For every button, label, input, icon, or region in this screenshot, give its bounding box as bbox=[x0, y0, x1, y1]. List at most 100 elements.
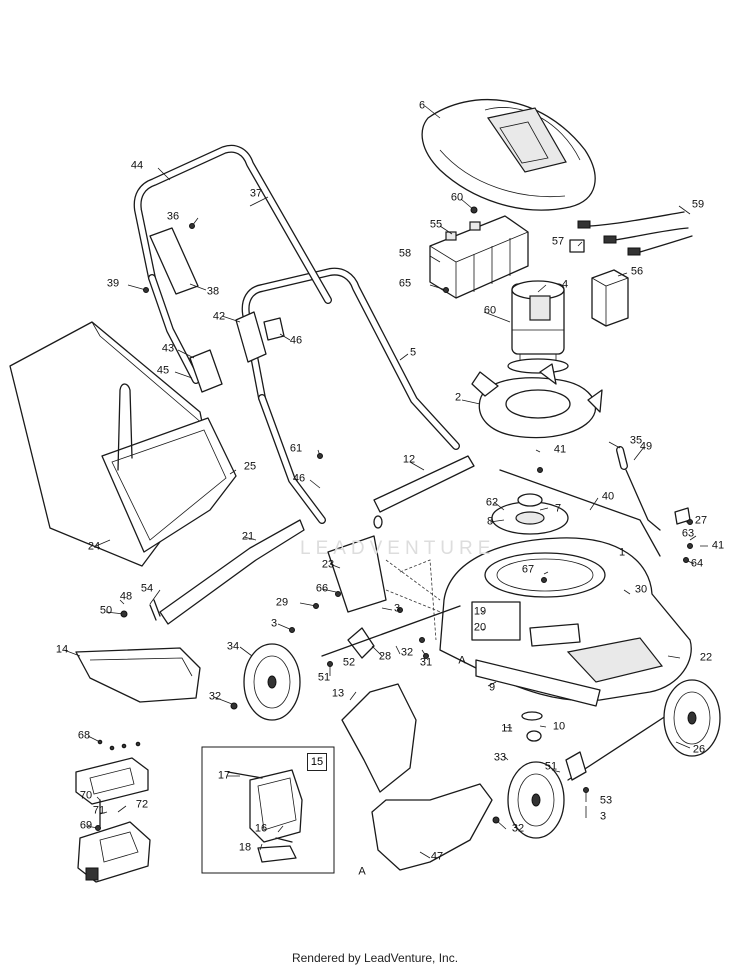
callout-3: 3 bbox=[270, 617, 278, 630]
callout-9: 9 bbox=[488, 681, 496, 694]
callout-72: 72 bbox=[135, 798, 149, 811]
watermark-text: LEADVENTURE bbox=[300, 538, 496, 559]
part-hinge-plate bbox=[257, 845, 297, 863]
callout-42: 42 bbox=[212, 310, 226, 323]
callout-51: 51 bbox=[544, 760, 558, 773]
part-rear-shield-rod bbox=[373, 455, 475, 513]
callout-64: 64 bbox=[690, 557, 704, 570]
part-side-discharge bbox=[75, 647, 201, 703]
callout-1: 1 bbox=[618, 546, 626, 559]
part-blade bbox=[475, 659, 601, 707]
callout-20: 20 bbox=[473, 621, 487, 634]
callout-12: 12 bbox=[402, 453, 416, 466]
callout-19: 19 bbox=[473, 605, 487, 618]
callout-60: 60 bbox=[483, 304, 497, 317]
callout-4: 4 bbox=[561, 278, 569, 291]
part-control-module bbox=[591, 269, 629, 327]
callout-21: 21 bbox=[241, 530, 255, 543]
callout-7: 7 bbox=[554, 502, 562, 515]
callout-62: 62 bbox=[485, 496, 499, 509]
callout-17: 17 bbox=[217, 769, 231, 782]
callout-44: 44 bbox=[130, 159, 144, 172]
callout-41: 41 bbox=[553, 443, 567, 456]
callout-30: 30 bbox=[634, 583, 648, 596]
part-spring bbox=[149, 599, 161, 621]
part-door-spring bbox=[275, 837, 293, 843]
callout-47: 47 bbox=[430, 850, 444, 863]
callout-32: 32 bbox=[400, 646, 414, 659]
callout-14: 14 bbox=[55, 643, 69, 656]
callout-52: 52 bbox=[342, 656, 356, 669]
callout-a: A bbox=[458, 654, 466, 667]
part-blade-bolt bbox=[526, 730, 542, 742]
part-knob bbox=[263, 317, 285, 341]
part-front-wheel bbox=[243, 643, 301, 721]
part-rear-bracket bbox=[565, 751, 587, 781]
callout-22: 22 bbox=[699, 651, 713, 664]
callout-58: 58 bbox=[398, 247, 412, 260]
part-rear-flap bbox=[371, 783, 493, 871]
callout-29: 29 bbox=[275, 596, 289, 609]
callout-2: 2 bbox=[454, 391, 462, 404]
callout-11: 11 bbox=[501, 722, 513, 735]
callout-32: 32 bbox=[511, 822, 525, 835]
part-motor-mount bbox=[471, 363, 603, 439]
part-handle-bracket bbox=[235, 311, 267, 363]
render-credit: Rendered by LeadVenture, Inc. bbox=[291, 951, 459, 965]
callout-45: 45 bbox=[156, 364, 170, 377]
part-wheel-adjuster bbox=[347, 627, 375, 659]
callout-35: 35 bbox=[629, 434, 643, 447]
part-grass-bag bbox=[9, 321, 237, 567]
part-electric-motor bbox=[507, 280, 569, 374]
leader-lines bbox=[63, 105, 708, 859]
callout-40: 40 bbox=[601, 490, 615, 503]
part-mulch-plug bbox=[341, 683, 417, 793]
callout-51: 51 bbox=[317, 671, 331, 684]
part-lower-handle bbox=[241, 267, 460, 524]
callout-46: 46 bbox=[292, 472, 306, 485]
callout-61: 61 bbox=[289, 442, 303, 455]
callout-65: 65 bbox=[398, 277, 412, 290]
part-adapter bbox=[517, 493, 543, 507]
part-bushing bbox=[373, 515, 383, 529]
part-motor-cover bbox=[421, 99, 596, 211]
callout-46: 46 bbox=[289, 334, 303, 347]
callout-70: 70 bbox=[79, 789, 93, 802]
callout-71: 71 bbox=[92, 804, 106, 817]
callout-32: 32 bbox=[208, 690, 222, 703]
part-height-bracket bbox=[327, 535, 387, 613]
callout-48: 48 bbox=[119, 590, 133, 603]
callout-39: 39 bbox=[106, 277, 120, 290]
callout-60: 60 bbox=[450, 191, 464, 204]
part-rear-wheel bbox=[663, 679, 721, 757]
callout-24: 24 bbox=[87, 540, 101, 553]
callout-26: 26 bbox=[692, 743, 706, 756]
part-wire-harness bbox=[569, 211, 693, 256]
callout-34: 34 bbox=[226, 640, 240, 653]
callout-6: 6 bbox=[418, 99, 426, 112]
part-wheel-33 bbox=[507, 761, 565, 839]
callout-43: 43 bbox=[161, 342, 175, 355]
callout-63: 63 bbox=[681, 527, 695, 540]
inset-box-label: 15 bbox=[307, 753, 327, 771]
callout-27: 27 bbox=[694, 514, 708, 527]
callout-67: 67 bbox=[521, 563, 535, 576]
callout-38: 38 bbox=[206, 285, 220, 298]
callout-50: 50 bbox=[99, 604, 113, 617]
callout-13: 13 bbox=[331, 687, 345, 700]
callout-16: 16 bbox=[254, 822, 268, 835]
part-battery-pack bbox=[429, 215, 529, 299]
part-mower-deck bbox=[439, 537, 692, 702]
part-switch-box-assembly bbox=[75, 757, 151, 883]
callout-41: 41 bbox=[711, 539, 725, 552]
inset-frame bbox=[201, 746, 335, 874]
hardware-fasteners bbox=[95, 206, 693, 831]
callout-55: 55 bbox=[429, 218, 443, 231]
callout-57: 57 bbox=[551, 235, 565, 248]
part-clamp-plate bbox=[189, 349, 223, 393]
part-rear-axle bbox=[499, 469, 661, 557]
part-rear-door bbox=[159, 519, 305, 625]
part-blade-adapter bbox=[521, 711, 543, 721]
